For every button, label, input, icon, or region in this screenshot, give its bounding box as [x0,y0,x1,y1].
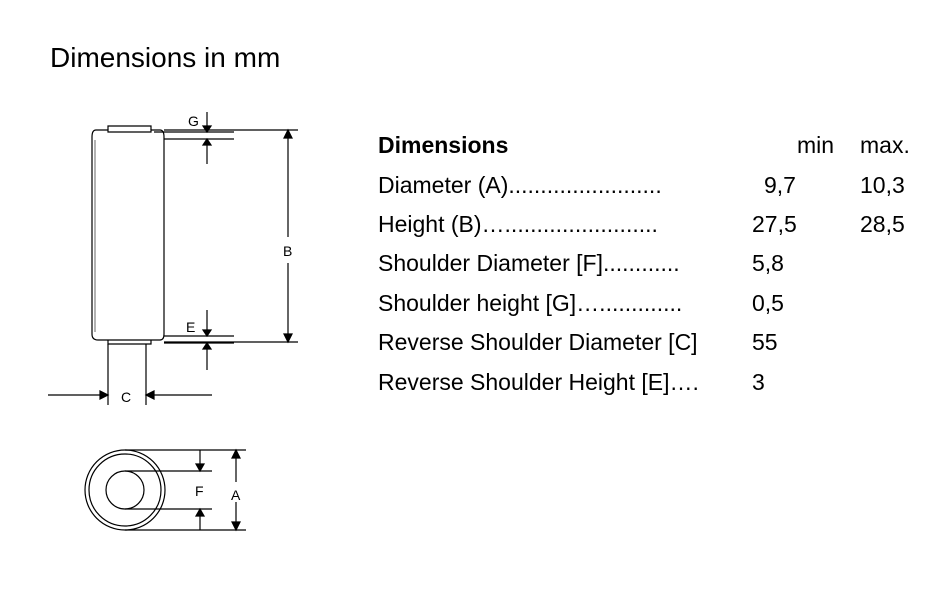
battery-diagram: G B E C F A [40,100,320,545]
row-min: 3 [752,368,765,395]
row-max [860,244,920,283]
dimension-f [125,450,212,530]
table-row: Reverse Shoulder Height [E]…. 3 [378,362,920,401]
row-max: 10,3 [860,171,905,198]
row-label: Shoulder Diameter [F]............ [378,250,680,277]
row-label: Reverse Shoulder Diameter [C] [378,329,698,356]
row-label: Diameter (A)........................ [378,171,662,198]
label-b: B [283,243,292,259]
label-a: A [231,487,241,503]
row-label: Reverse Shoulder Height [E]…. [378,368,699,395]
dimensions-table: Dimensions min max. Diameter (A)........… [378,126,920,402]
header-min: min [796,132,834,159]
battery-top-view [84,449,166,531]
header-label: Dimensions [378,132,509,159]
dimension-a [125,448,246,532]
row-max: 28,5 [860,210,905,237]
table-row: Height (B)…........................ 27,5… [378,205,920,244]
label-f: F [195,483,204,499]
table-row: Diameter (A)........................ 9,7… [378,165,920,204]
table-row: Shoulder height [G]…............. 0,5 [378,284,920,323]
dimension-e [164,310,234,370]
table-row: Shoulder Diameter [F]............ 5,8 [378,244,920,283]
row-label: Height (B)…........................ [378,210,658,237]
page-title: Dimensions in mm [50,42,281,73]
dimension-c [48,344,212,405]
row-min: 0,5 [752,289,784,316]
row-min: 27,5 [752,210,797,237]
label-c: C [121,389,131,405]
battery-side-view [91,125,165,345]
dimension-g [154,112,234,164]
row-min: 5,8 [752,250,784,277]
table-header-row: Dimensions min max. [378,126,920,165]
row-min: 55 [752,329,778,356]
row-min: 9,7 [764,171,796,198]
table-row: Reverse Shoulder Diameter [C] 55 [378,323,920,362]
row-max [860,362,920,401]
header-max: max. [860,132,910,159]
row-max [860,323,920,362]
label-g: G [188,113,199,129]
label-e: E [186,319,195,335]
dimension-b [164,128,298,344]
row-max [860,284,920,323]
row-label: Shoulder height [G]…............. [378,289,683,316]
